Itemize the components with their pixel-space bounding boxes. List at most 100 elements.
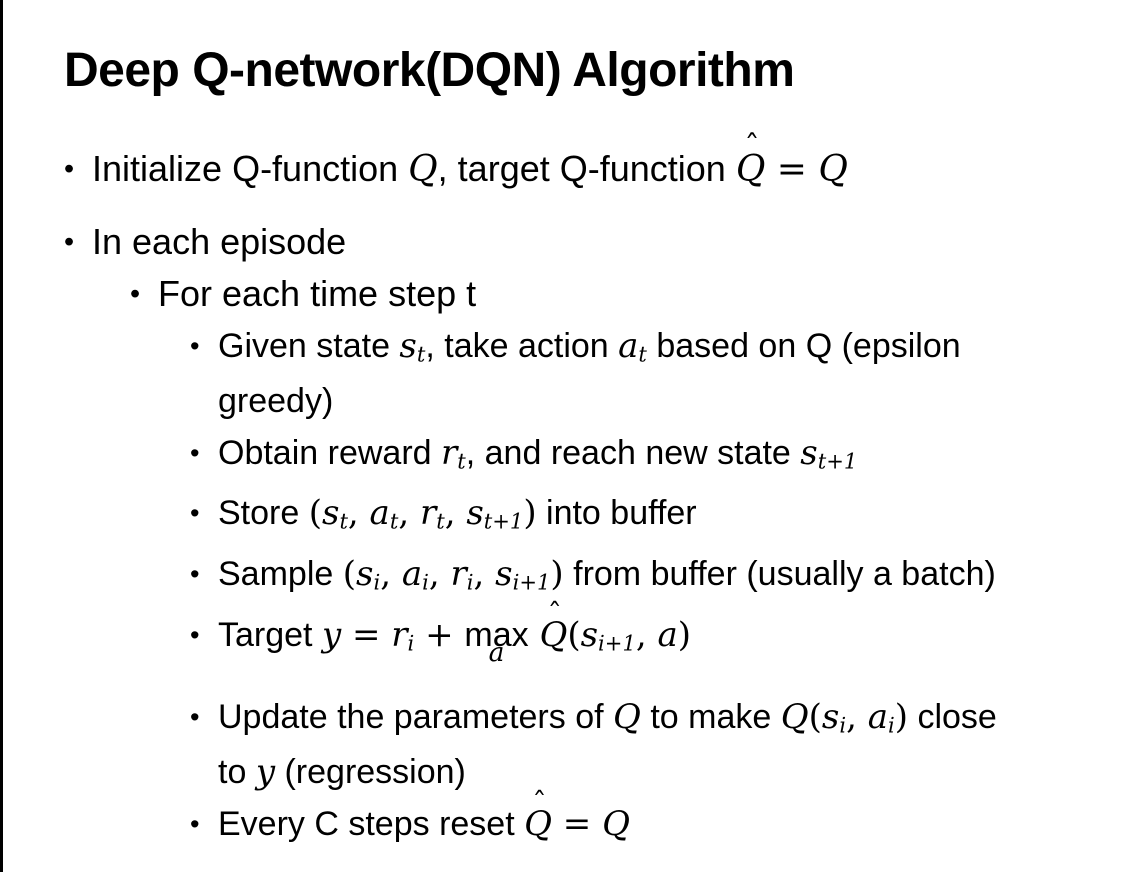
math-var: r bbox=[419, 493, 437, 534]
math-var: Q bbox=[539, 614, 568, 655]
math-var: a bbox=[369, 493, 390, 534]
text-run: Update the parameters of bbox=[218, 698, 614, 737]
math-var: a bbox=[618, 326, 639, 366]
bullet-text: Initialize Q-function Q, target Q-functi… bbox=[92, 132, 1124, 195]
math-symbol: ( bbox=[342, 553, 356, 594]
math-subscript: i bbox=[887, 712, 895, 738]
math-subscript: t bbox=[457, 448, 466, 474]
math-symbol bbox=[529, 615, 540, 655]
bullet-list: •Initialize Q-function Q, target Q-funct… bbox=[0, 132, 1124, 847]
math-var: r bbox=[391, 614, 408, 655]
hat-accent: ˆ bbox=[547, 596, 563, 631]
math-subscript: t+1 bbox=[817, 448, 858, 474]
math-symbol: = bbox=[551, 803, 603, 844]
text-run: to bbox=[218, 752, 256, 791]
math-symbol: , bbox=[635, 614, 658, 655]
bullet-item: • In each episode bbox=[0, 217, 1124, 267]
hat-accent: ˆ bbox=[532, 786, 547, 821]
math-symbol: = bbox=[341, 614, 392, 655]
bullet-text: Given state st, take action at based on … bbox=[218, 323, 1124, 424]
text-run: Initialize Q-function bbox=[92, 148, 409, 189]
bullet-item: • Store (st, at, rt, st+1) into buffer bbox=[0, 490, 1124, 545]
math-var: r bbox=[441, 432, 458, 473]
math-subscript: t bbox=[416, 341, 426, 367]
text-run: to make bbox=[640, 698, 781, 737]
math-var: s bbox=[495, 553, 513, 594]
bullet-text: For each time step t bbox=[158, 269, 1124, 319]
bullet-marker: • bbox=[64, 226, 75, 258]
math-var: s bbox=[800, 432, 818, 473]
math-var: Q bbox=[780, 697, 809, 738]
text-run: , take action bbox=[425, 327, 619, 365]
math-subscript: i bbox=[373, 569, 381, 595]
bullet-marker: • bbox=[190, 497, 200, 529]
text-run: from buffer (usually a batch) bbox=[563, 554, 996, 593]
math-var: s bbox=[356, 553, 374, 594]
math-var: s bbox=[321, 493, 340, 534]
math-var: Q bbox=[735, 149, 766, 190]
bullet-item: •For each time step t bbox=[0, 269, 1124, 319]
bullet-item: • Update the parameters of Q to make Q(si… bbox=[0, 694, 1124, 795]
text-run: Sample bbox=[218, 554, 343, 593]
math-subscript: t bbox=[389, 508, 399, 534]
bullet-text: Update the parameters of Q to make Q(si,… bbox=[218, 694, 1124, 795]
math-symbol: ) bbox=[550, 553, 564, 594]
text-run: Obtain reward bbox=[218, 433, 441, 472]
bullet-marker: • bbox=[64, 153, 75, 185]
bullet-text: Store (st, at, rt, st+1) into buffer bbox=[218, 490, 1124, 545]
bullet-marker: • bbox=[190, 330, 200, 361]
text-run: greedy) bbox=[218, 381, 334, 420]
bullet-text: Obtain reward rt, and reach new state st… bbox=[218, 430, 1124, 485]
math-var: y bbox=[321, 614, 342, 655]
math-symbol: , bbox=[444, 493, 467, 534]
math-subscript: t bbox=[638, 341, 647, 367]
text-run: into buffer bbox=[536, 494, 697, 533]
bullet-marker: • bbox=[190, 701, 200, 733]
math-var: r bbox=[450, 553, 467, 594]
text-run: In each episode bbox=[92, 221, 347, 262]
slide-title: Deep Q-network(DQN) Algorithm bbox=[64, 44, 795, 97]
text-run: Given state bbox=[218, 327, 400, 365]
math-symbol: ( bbox=[567, 614, 581, 655]
math-subscript: i bbox=[407, 630, 415, 656]
bullet-marker: • bbox=[190, 436, 200, 468]
math-symbol: ) bbox=[894, 697, 908, 738]
math-symbol: , bbox=[473, 553, 496, 594]
math-var: a bbox=[867, 697, 888, 738]
underset-bottom: a bbox=[488, 637, 505, 669]
math-var: Q bbox=[613, 697, 641, 738]
text-run: close bbox=[908, 698, 997, 737]
bullet-item: •Obtain reward rt, and reach new state s… bbox=[0, 430, 1124, 485]
math-subscript: i bbox=[422, 569, 429, 595]
math-symbol: ( bbox=[808, 697, 822, 738]
bullet-item: •Sample (si, ai, ri, si+1) from buffer (… bbox=[0, 551, 1124, 606]
bullet-marker: • bbox=[190, 618, 200, 650]
math-var: a bbox=[657, 614, 678, 655]
math-var: Q bbox=[818, 149, 848, 190]
bullet-marker: • bbox=[190, 557, 200, 589]
math-subscript: i+1 bbox=[512, 569, 551, 595]
math-subscript: t+1 bbox=[483, 508, 524, 534]
math-var: s bbox=[466, 493, 484, 534]
bullet-text: In each episode bbox=[92, 217, 1124, 267]
text-run: based on Q (epsilon bbox=[646, 327, 961, 365]
hat-accent: ˆ bbox=[744, 129, 760, 165]
bullet-marker: • bbox=[190, 807, 200, 839]
math-symbol: ) bbox=[523, 493, 537, 534]
math-subscript: t bbox=[339, 508, 348, 534]
math-subscript: t bbox=[436, 508, 445, 534]
text-run: , target Q-function bbox=[437, 148, 736, 189]
math-subscript: i+1 bbox=[598, 630, 636, 656]
math-var: a bbox=[401, 553, 423, 594]
bullet-item: •Initialize Q-function Q, target Q-funct… bbox=[0, 132, 1124, 195]
math-symbol: ) bbox=[677, 614, 692, 655]
slide-left-border bbox=[0, 0, 3, 872]
math-var: Q bbox=[408, 149, 438, 190]
math-symbol: , bbox=[380, 553, 402, 594]
